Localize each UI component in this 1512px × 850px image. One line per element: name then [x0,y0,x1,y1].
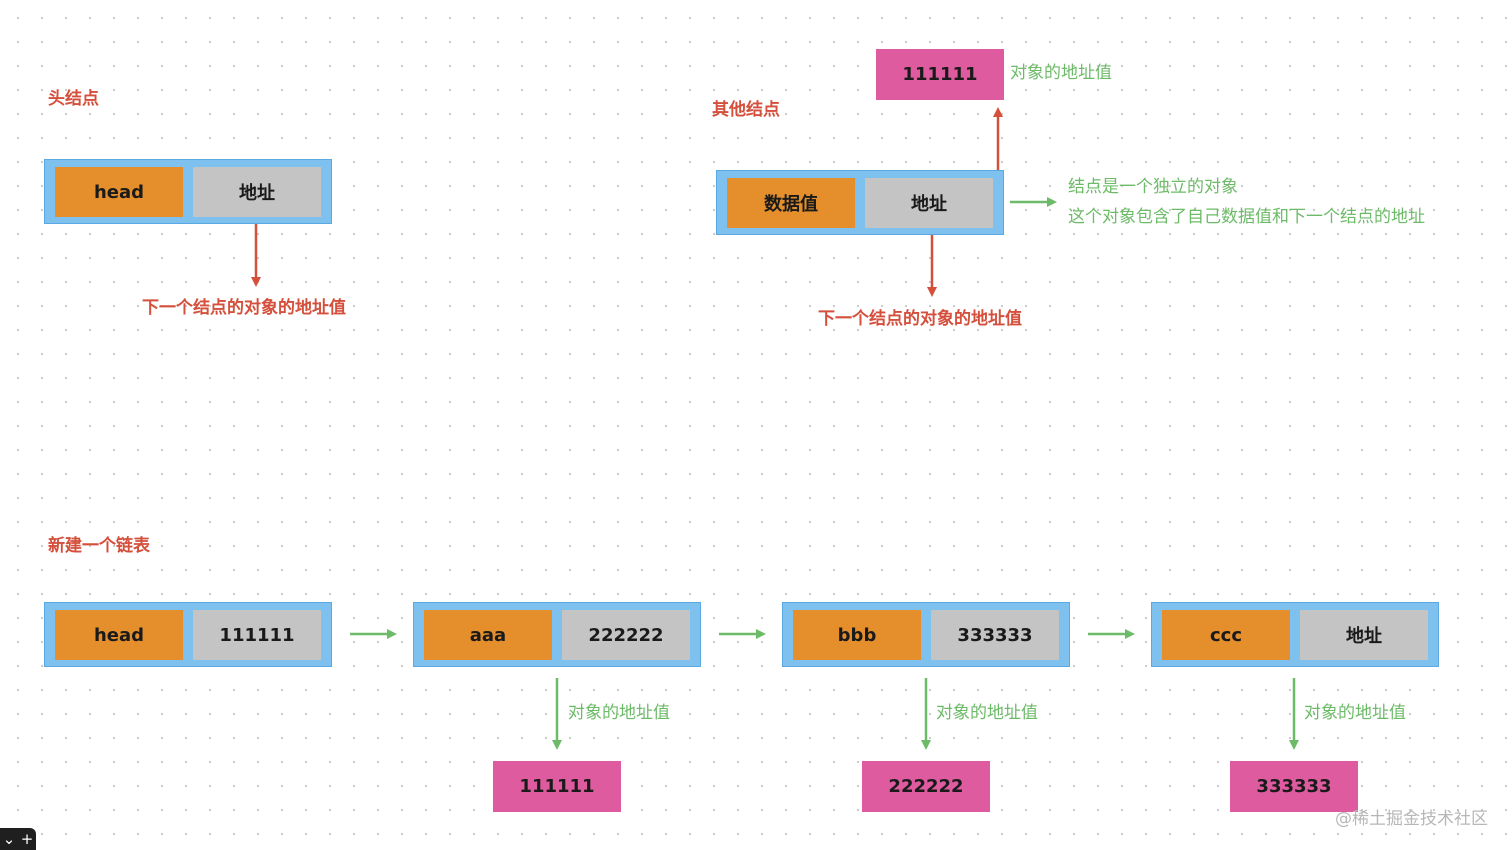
other-node-desc-line2: 这个对象包含了自己数据值和下一个结点的地址 [1068,207,1425,227]
other-node-addr-cell: 地址 [865,178,993,228]
list-node-aaa: aaa 222222 [413,602,701,667]
head-node-next-note: 下一个结点的对象的地址值 [142,298,346,318]
other-node-next-note: 下一个结点的对象的地址值 [818,309,1022,329]
list-node-data-cell: bbb [793,610,921,660]
other-top-object-box: 111111 [876,49,1004,100]
object-note-3: 对象的地址值 [1304,703,1406,723]
canvas-controls[interactable]: ⌄ + [0,828,36,850]
head-node-addr-cell: 地址 [193,167,321,217]
object-box-2: 222222 [862,761,990,812]
object-box-3: 333333 [1230,761,1358,812]
object-note-2: 对象的地址值 [936,703,1038,723]
list-node-addr-cell: 111111 [193,610,321,660]
list-node-head: head 111111 [44,602,332,667]
object-note-1: 对象的地址值 [568,703,670,723]
list-node-ccc: ccc 地址 [1151,602,1439,667]
plus-icon[interactable]: + [20,830,34,848]
other-top-object-note: 对象的地址值 [1010,63,1112,83]
list-node-data-cell: head [55,610,183,660]
linked-list-title: 新建一个链表 [48,536,150,556]
head-node-title: 头结点 [48,89,99,109]
other-node-title: 其他结点 [712,100,780,120]
other-node-desc-line1: 结点是一个独立的对象 [1068,177,1238,197]
head-node-data-cell: head [55,167,183,217]
list-node-addr-cell: 地址 [1300,610,1428,660]
list-node-data-cell: aaa [424,610,552,660]
head-node: head 地址 [44,159,332,224]
other-node: 数据值 地址 [716,170,1004,235]
other-node-data-cell: 数据值 [727,178,855,228]
watermark: @稀土掘金技术社区 [1335,809,1488,829]
list-node-addr-cell: 222222 [562,610,690,660]
list-node-data-cell: ccc [1162,610,1290,660]
chevron-down-icon[interactable]: ⌄ [2,830,16,848]
object-box-1: 111111 [493,761,621,812]
list-node-addr-cell: 333333 [931,610,1059,660]
list-node-bbb: bbb 333333 [782,602,1070,667]
